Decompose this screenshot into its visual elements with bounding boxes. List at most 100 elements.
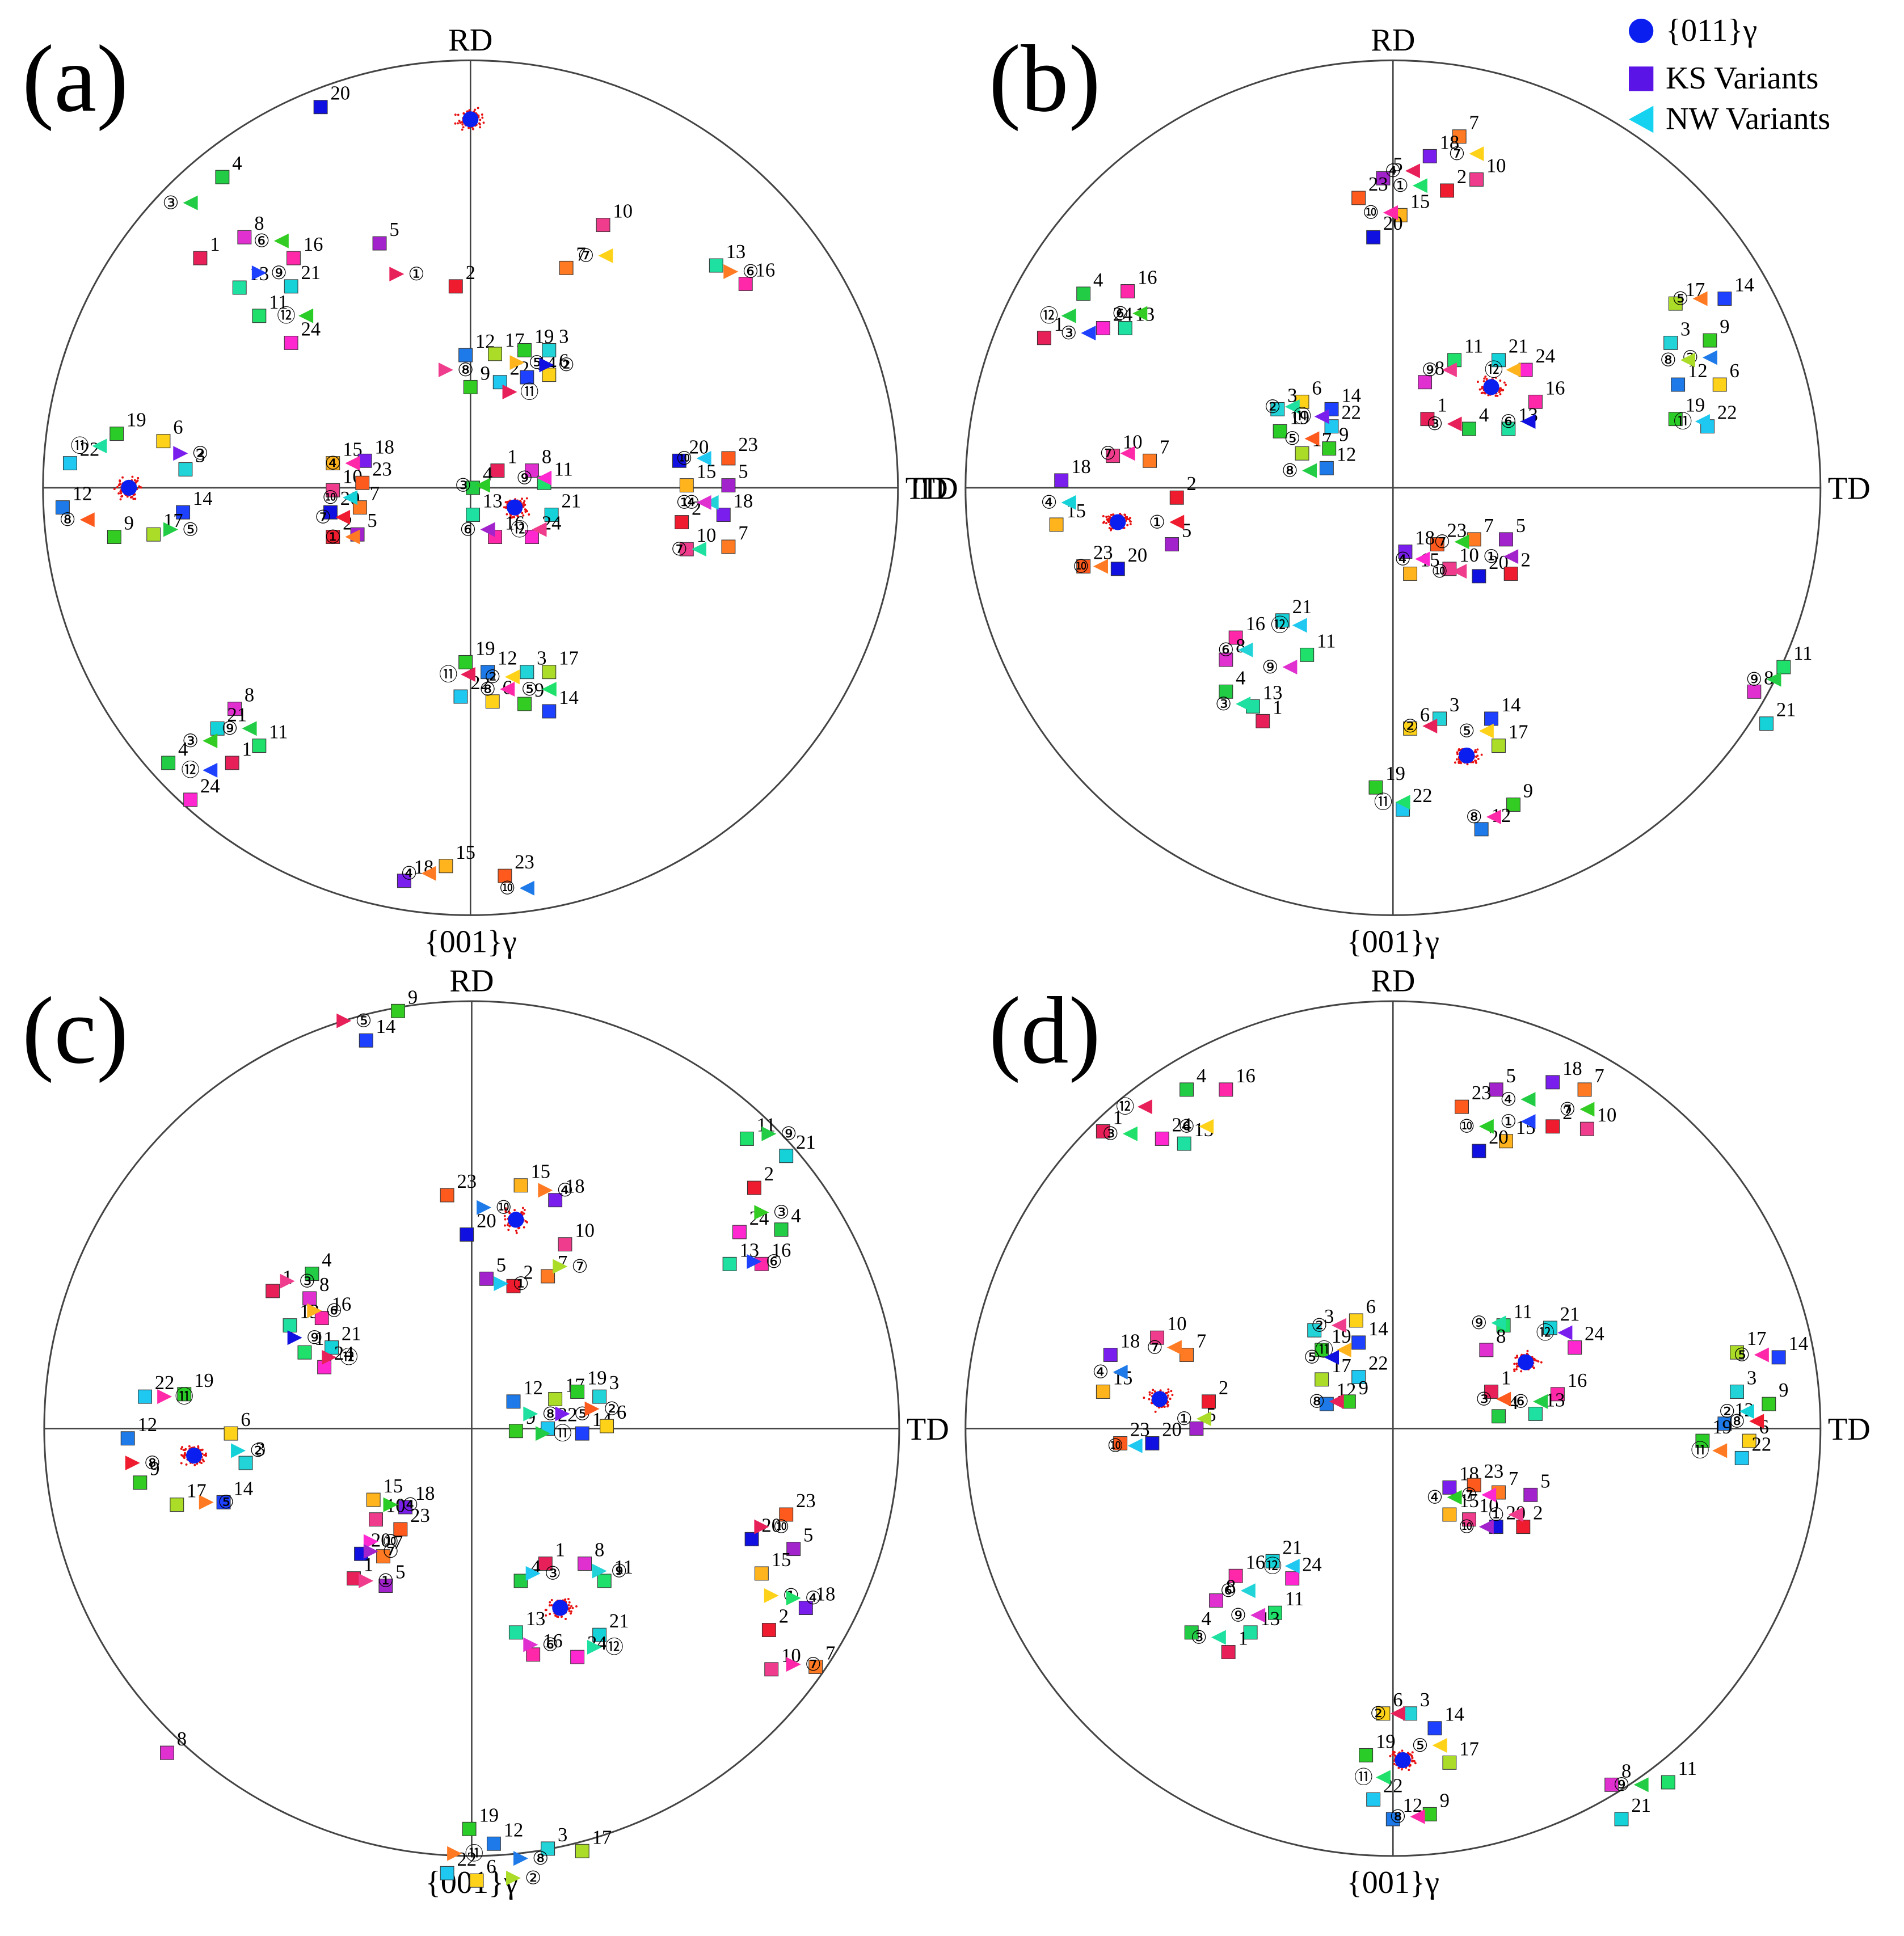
- scatter-point: [1474, 749, 1477, 752]
- ks-variant-label: 23: [410, 1505, 430, 1526]
- ks-variant-marker: [176, 505, 191, 520]
- scatter-point: [1460, 762, 1463, 765]
- ks-variant-label: 2: [1533, 1503, 1543, 1524]
- nw-variant-label: ⑦: [1100, 444, 1116, 464]
- ks-variant-label: 12: [504, 1819, 524, 1841]
- ks-variant-label: 22: [1413, 785, 1433, 807]
- ks-variant-label: 20: [330, 83, 350, 104]
- nw-variant-marker: [786, 1591, 801, 1606]
- ks-variant-marker: [1442, 1507, 1457, 1522]
- ks-variant-label: 18: [1071, 456, 1091, 478]
- scatter-point: [1532, 1366, 1535, 1369]
- parent-orientation-spot: [1483, 379, 1499, 395]
- nw-variant-label: ④: [1385, 161, 1401, 182]
- nw-variant-label: ⑤: [1459, 721, 1475, 741]
- nw-variant-label: ⑨: [221, 719, 238, 739]
- nw-variant-marker: [1422, 718, 1438, 733]
- nw-variant-label: ⑧: [1466, 807, 1482, 828]
- nw-variant-marker: [199, 1495, 214, 1510]
- ks-variant-marker: [498, 868, 512, 883]
- ks-variant-marker: [170, 1498, 184, 1512]
- nw-variant-marker: [1302, 463, 1317, 478]
- scatter-point: [1494, 376, 1497, 379]
- nw-variant-marker: [1415, 551, 1430, 567]
- scatter-point: [457, 122, 460, 125]
- scatter-point: [1414, 1762, 1417, 1765]
- scatter-point: [479, 119, 482, 121]
- ks-variant-label: 4: [322, 1250, 331, 1271]
- scatter-point: [1476, 754, 1479, 757]
- nw-variant-marker: [1314, 409, 1329, 424]
- ks-variant-label: 4: [791, 1205, 801, 1227]
- nw-variant-marker: [79, 512, 95, 528]
- parent-orientation-spot: [121, 479, 137, 496]
- nw-variant-label: ⑤: [355, 1011, 372, 1031]
- ks-variant-label: 15: [530, 1161, 550, 1183]
- nw-variant-marker: [553, 1259, 568, 1274]
- nw-variant-label: ⑦: [671, 539, 688, 560]
- scatter-point: [457, 113, 460, 116]
- ks-variant-label: 16: [1568, 1370, 1587, 1391]
- ks-variant-label: 21: [228, 704, 247, 726]
- ks-variant-marker: [761, 1623, 776, 1637]
- nw-variant-marker: [754, 1205, 769, 1220]
- nw-variant-label: ③: [1215, 694, 1232, 715]
- nw-variant-marker: [1169, 514, 1185, 530]
- ks-variant-marker: [1418, 375, 1433, 390]
- variant-cluster: 2320515182107⑩①④⑦: [744, 1490, 835, 1677]
- panel-letter: (a): [22, 26, 128, 132]
- scatter-point: [567, 1597, 570, 1600]
- nw-variant-label: ⑧: [479, 680, 496, 700]
- variant-cluster: 4816113211124③⑥⑨⑫: [162, 153, 323, 350]
- scatter-point: [1481, 391, 1484, 394]
- nw-variant-marker: [477, 1200, 492, 1215]
- ks-variant-marker: [1717, 1416, 1732, 1431]
- ks-variant-marker: [597, 1574, 612, 1588]
- ks-variant-marker: [490, 463, 505, 478]
- ks-variant-marker: [326, 483, 340, 497]
- nw-variant-marker: [335, 509, 351, 525]
- nw-variant-label: ⑤: [1672, 289, 1688, 309]
- ks-variant-marker: [808, 1660, 823, 1674]
- ks-variant-label: 11: [1793, 643, 1812, 664]
- scatter-point: [550, 1598, 553, 1601]
- ks-variant-marker: [448, 279, 463, 294]
- ks-variant-marker: [578, 1557, 592, 1571]
- scatter-point: [1126, 524, 1129, 526]
- ks-variant-label: 16: [1138, 267, 1157, 289]
- ks-variant-marker: [284, 335, 298, 350]
- scatter-point: [504, 501, 507, 504]
- ks-variant-marker: [1319, 461, 1334, 475]
- ks-variant-label: 2: [779, 1606, 789, 1627]
- ks-variant-marker: [237, 230, 252, 244]
- ks-variant-marker: [466, 508, 481, 522]
- scatter-point: [1499, 387, 1502, 390]
- nw-variant-label: ⑧: [1308, 1392, 1325, 1412]
- scatter-point: [1393, 1754, 1396, 1757]
- ks-variant-label: 1: [210, 234, 220, 255]
- ks-variant-label: 6: [241, 1409, 250, 1431]
- nw-variant-marker: [203, 733, 218, 748]
- scatter-point: [1401, 1749, 1404, 1752]
- legend-label-ks: KS Variants: [1666, 61, 1818, 96]
- nw-variant-marker: [500, 682, 515, 697]
- ks-variant-label: 14: [1341, 385, 1361, 406]
- scatter-point: [1411, 1751, 1414, 1754]
- nw-variant-label: ③: [1060, 323, 1077, 344]
- ks-variant-label: 1: [364, 1554, 373, 1576]
- scatter-point: [1496, 394, 1499, 397]
- ks-variant-marker: [1366, 1792, 1381, 1807]
- ks-variant-label: 22: [1717, 402, 1737, 424]
- scatter-point: [504, 1209, 507, 1212]
- ks-variant-marker: [1219, 684, 1233, 699]
- nw-variant-marker: [506, 1870, 521, 1886]
- nw-variant-label: ⑪: [553, 1423, 571, 1444]
- nw-variant-marker: [1284, 399, 1300, 415]
- nw-variant-marker: [183, 195, 198, 210]
- nw-variant-label: ③: [1426, 414, 1443, 435]
- nw-variant-label: ①: [1392, 176, 1409, 196]
- parent-orientation-spot: [462, 111, 479, 128]
